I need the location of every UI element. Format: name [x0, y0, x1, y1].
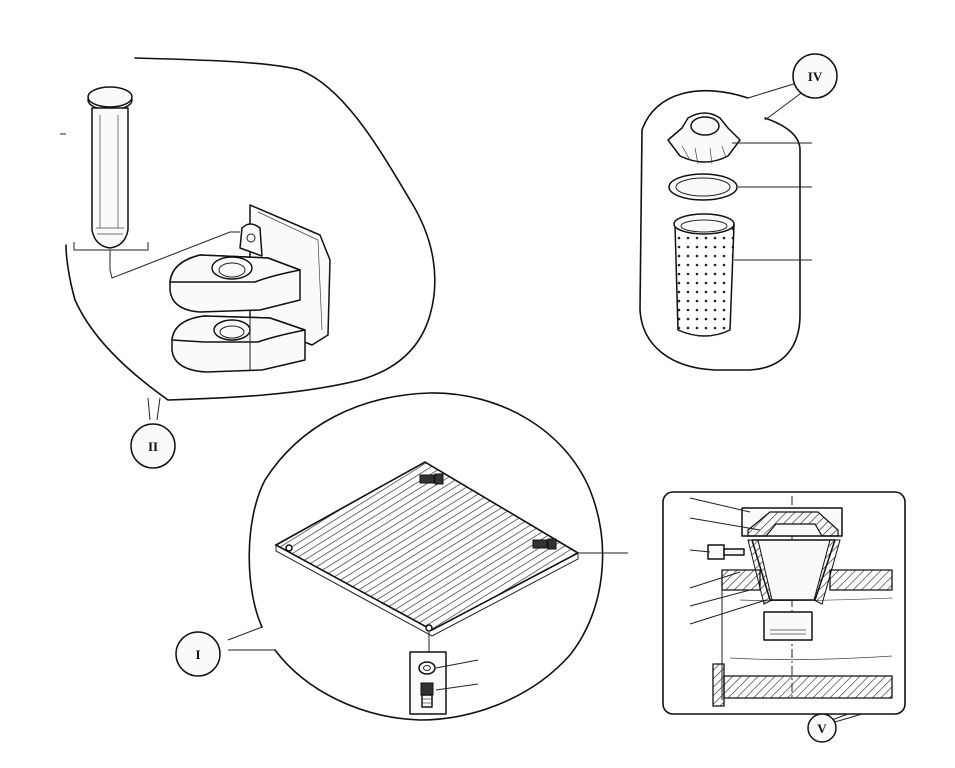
view-ii-outline: [65, 57, 436, 401]
fastener-inset: [409, 651, 447, 715]
section-cap: [741, 507, 843, 557]
callout-i-label: I: [195, 647, 200, 662]
perforated-basket: [673, 213, 735, 337]
view-v-frame: [662, 491, 906, 715]
view-ii-group: II: [60, 57, 436, 469]
view-v-group: V: [662, 491, 906, 743]
strainer-cap: [667, 112, 741, 165]
hinge-bracket: [169, 204, 331, 373]
callout-v-label: V: [817, 721, 827, 736]
callout-i: I: [175, 631, 221, 677]
section-bolt: [707, 544, 745, 560]
view-iv-group: IV: [639, 53, 838, 371]
gasket-ring: [668, 173, 738, 201]
view-i-group: I: [175, 392, 628, 721]
callout-ii-label: II: [148, 439, 158, 454]
callout-iv: IV: [792, 53, 838, 99]
callout-ii: II: [130, 423, 176, 469]
callout-iv-label: IV: [808, 69, 823, 84]
floor-plate: [274, 461, 580, 637]
hinge-pin: [60, 86, 133, 249]
section-funnel: [747, 539, 841, 641]
view-iv-outline: [639, 89, 801, 371]
view-i-outline: [248, 392, 604, 721]
callout-v: V: [807, 713, 837, 743]
